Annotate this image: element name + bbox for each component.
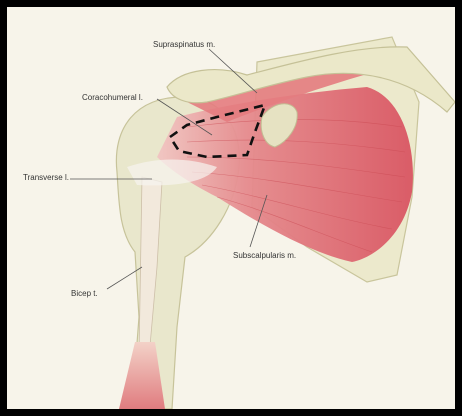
illustration-frame: Supraspinatus m. Coracohumeral l. Transv… xyxy=(7,7,455,409)
label-coracohumeral: Coracohumeral l. xyxy=(82,93,143,103)
shoulder-anatomy-illustration xyxy=(7,7,455,409)
label-supraspinatus: Supraspinatus m. xyxy=(153,40,215,50)
label-subscapularis: Subscalpularis m. xyxy=(233,251,296,261)
label-bicep: Bicep t. xyxy=(71,289,98,299)
label-transverse: Transverse l. xyxy=(23,173,69,183)
